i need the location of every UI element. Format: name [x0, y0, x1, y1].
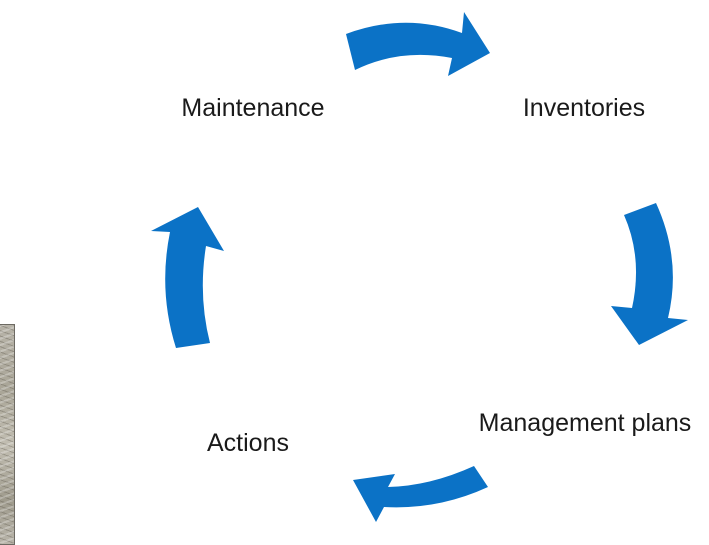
node-label-actions: Actions: [207, 429, 289, 457]
arrow-maintenance-to-inventories-icon: [346, 12, 490, 76]
arrow-inventories-to-management-icon: [611, 203, 688, 345]
arrow-actions-to-maintenance-icon: [151, 207, 224, 348]
arrow-management-to-actions-icon: [353, 466, 488, 522]
node-label-management-plans: Management plans: [478, 409, 692, 437]
node-label-inventories: Inventories: [522, 94, 646, 122]
node-label-maintenance: Maintenance: [181, 94, 325, 122]
